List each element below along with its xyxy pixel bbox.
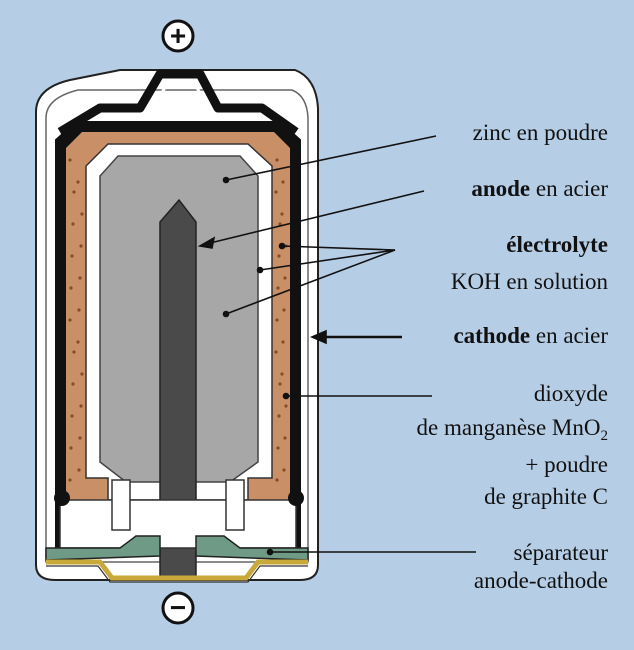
gasket-right	[288, 490, 304, 506]
label-cathode: cathode en acier	[453, 323, 608, 349]
label-anode-bold: anode	[471, 176, 530, 201]
cathode-dot	[71, 382, 74, 385]
cathode-dot	[283, 436, 286, 439]
cathode-dot	[274, 350, 277, 353]
cathode-dot	[274, 190, 277, 193]
gasket-left	[54, 490, 70, 506]
cathode-dot	[277, 254, 280, 257]
cathode-dot	[276, 446, 279, 449]
cathode-dot	[280, 372, 283, 375]
cathode-dot	[68, 478, 71, 481]
cathode-dot	[72, 350, 75, 353]
cathode-dot	[278, 382, 281, 385]
cathode-dot	[70, 414, 73, 417]
cathode-dot	[277, 414, 280, 417]
cathode-dot	[76, 180, 79, 183]
cathode-dot	[77, 308, 80, 311]
label-dioxyde-2-text: de manganèse MnO	[417, 415, 601, 440]
cathode-dot	[80, 372, 83, 375]
cathode-dot	[283, 276, 286, 279]
cathode-dot	[275, 478, 278, 481]
cathode-dot	[72, 190, 75, 193]
label-electrolyte: électrolyte	[506, 232, 608, 258]
cathode-dot	[284, 404, 287, 407]
label-electrolyte-bold: électrolyte	[506, 232, 608, 257]
cathode-dot	[69, 286, 72, 289]
cathode-dot	[281, 180, 284, 183]
label-dioxyde-1: dioxyde	[534, 381, 608, 407]
negative-terminal-sign: −	[170, 592, 186, 623]
cathode-dot	[282, 308, 285, 311]
cathode-dot	[280, 212, 283, 215]
cathode-dot	[77, 468, 80, 471]
label-cathode-rest: en acier	[530, 323, 608, 348]
cathode-dot	[276, 286, 279, 289]
cathode-dot	[69, 446, 72, 449]
cathode-dot	[281, 340, 284, 343]
cathode-dot	[71, 222, 74, 225]
cathode-dot	[282, 468, 285, 471]
cathode-dot	[68, 318, 71, 321]
positive-terminal-sign: +	[170, 20, 186, 51]
cathode-dot	[68, 158, 71, 161]
cathode-dot	[80, 212, 83, 215]
seal-post-right	[226, 480, 244, 530]
label-dioxyde-subscript: 2	[601, 428, 609, 444]
seal-post-left	[112, 480, 130, 530]
label-separator-1: séparateur	[514, 540, 609, 566]
label-electrolyte-solution: KOH en solution	[451, 269, 608, 295]
cathode-dot	[79, 244, 82, 247]
label-anode-rest: en acier	[530, 176, 608, 201]
cathode-dot	[70, 254, 73, 257]
cathode-dot	[79, 404, 82, 407]
label-dioxyde-3: + poudre	[525, 452, 608, 478]
cathode-dot	[78, 276, 81, 279]
cathode-dot	[78, 436, 81, 439]
cathode-dot	[76, 340, 79, 343]
label-zinc-powder: zinc en poudre	[473, 120, 608, 146]
label-dioxyde-4: de graphite C	[484, 484, 608, 510]
label-anode: anode en acier	[471, 176, 608, 202]
cathode-dot	[275, 158, 278, 161]
label-cathode-bold: cathode	[453, 323, 530, 348]
cathode-dot	[275, 318, 278, 321]
bottom-seal	[60, 500, 296, 548]
label-dioxyde-2: de manganèse MnO2	[417, 415, 608, 449]
label-separator-2: anode-cathode	[474, 568, 608, 594]
